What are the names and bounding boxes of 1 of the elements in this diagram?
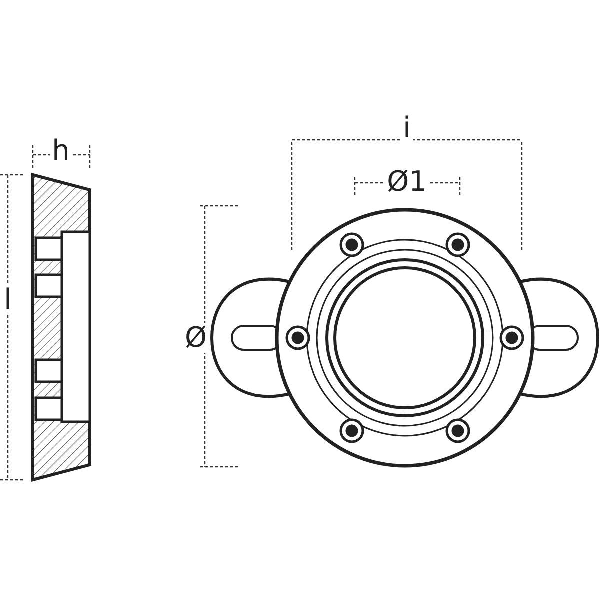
dimension-label: i <box>401 113 413 143</box>
